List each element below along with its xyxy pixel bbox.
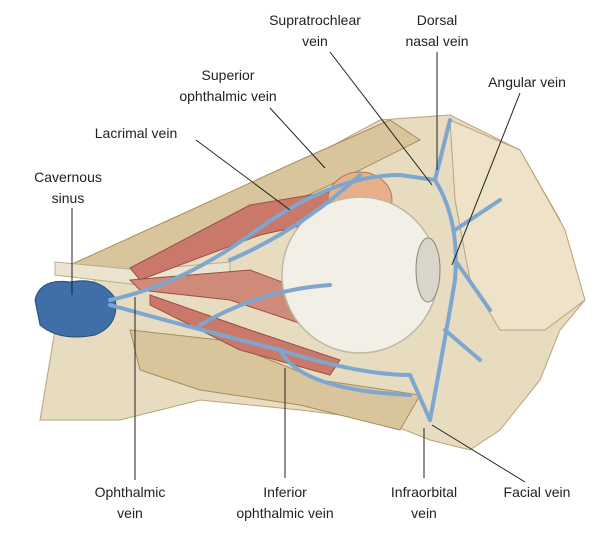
label-lacrimal-vein: Lacrimal vein — [94, 125, 178, 141]
label-facial-vein: Facial vein — [503, 484, 571, 500]
label-angular-vein: Angular vein — [488, 74, 566, 90]
cavernous-sinus-shape — [34, 280, 117, 338]
veins — [108, 118, 502, 422]
cornea — [415, 237, 441, 303]
leader-lines — [71, 51, 526, 483]
